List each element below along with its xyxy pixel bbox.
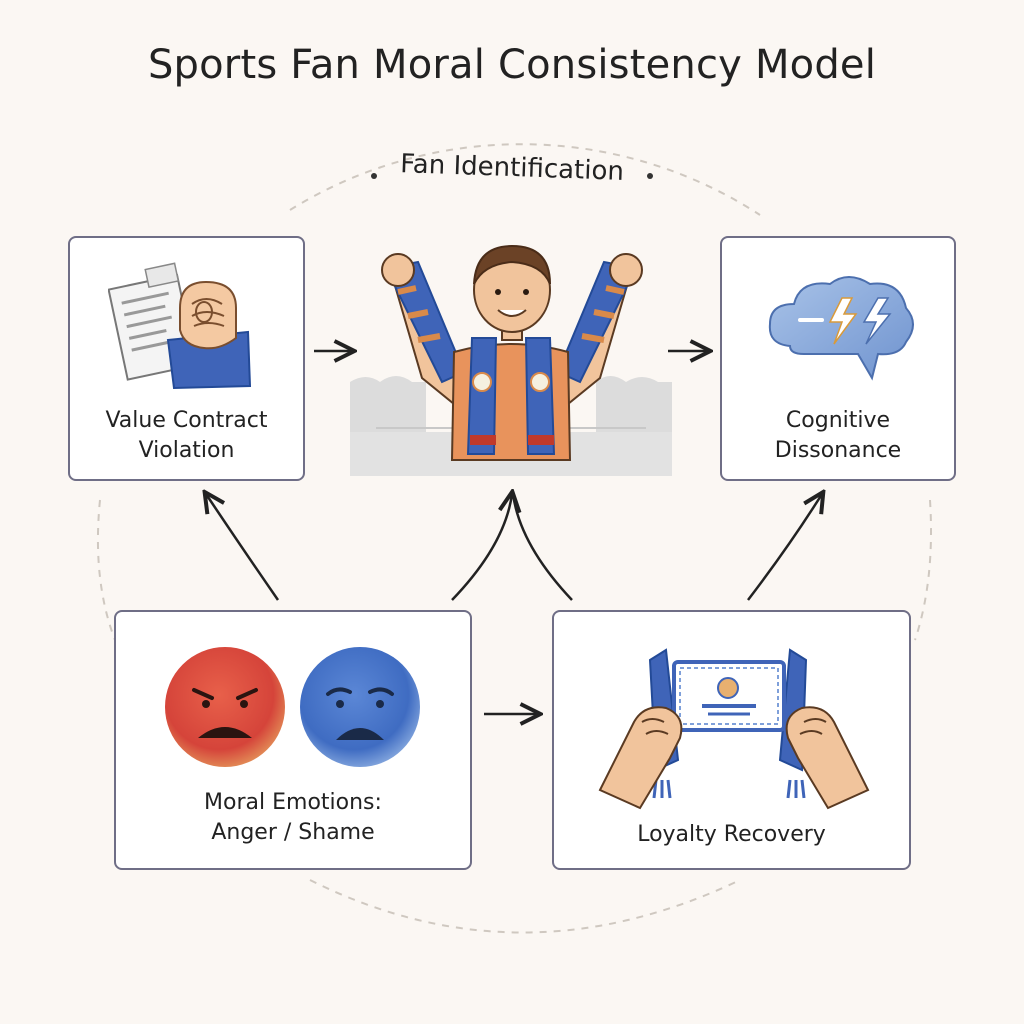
loyalty-recovery-label: Loyalty Recovery (637, 822, 826, 847)
arrow-recovery-to-fan (511, 493, 573, 601)
identification-cycle-bottom (309, 879, 741, 934)
storm-thought-cloud-icon (768, 276, 914, 381)
node-loyalty-recovery: Loyalty Recovery (552, 610, 911, 870)
cognitive-dissonance-label-line2: Dissonance (774, 438, 902, 463)
moral-emotions-label-line2: Anger / Shame (211, 820, 375, 845)
cycle-label: Fan Identification (400, 149, 625, 187)
shame-face-icon (300, 647, 420, 767)
angry-and-ashamed-faces-icon (165, 647, 420, 767)
value-contract-label-line2: Violation (138, 438, 235, 463)
identification-cycle (289, 143, 761, 216)
node-moral-emotions: Moral Emotions: Anger / Shame (114, 610, 472, 870)
node-cognitive-dissonance: Cognitive Dissonance (720, 236, 956, 481)
cheering-fan-scarf-icon (350, 244, 672, 476)
anger-face-icon (165, 647, 285, 767)
arrow-recovery-to-dissonance (747, 494, 822, 601)
identification-cycle-right (914, 499, 932, 641)
page-title: Sports Fan Moral Consistency Model (147, 42, 877, 88)
contract-fist-icon (108, 262, 252, 390)
node-value-contract-violation: Value Contract Violation (68, 236, 305, 481)
cognitive-dissonance-label-line1: Cognitive (785, 408, 891, 433)
arrow-emotions-to-violation (206, 494, 280, 601)
value-contract-label-line1: Value Contract (105, 408, 268, 433)
hands-holding-scarf-icon (598, 648, 870, 810)
arrow-emotions-to-fan (451, 494, 512, 601)
moral-emotions-label-line1: Moral Emotions: (204, 790, 382, 815)
identification-cycle-left (96, 499, 116, 641)
